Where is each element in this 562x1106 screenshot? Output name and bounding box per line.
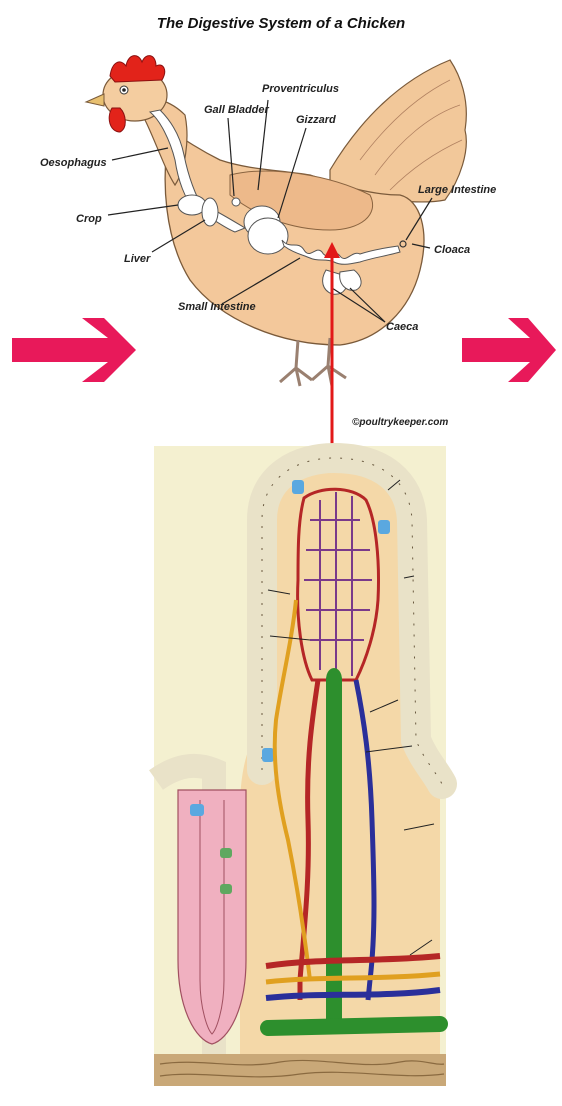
- label-small-intestine: Small Intestine: [178, 301, 256, 313]
- label-oesophagus: Oesophagus: [40, 157, 107, 169]
- left-arrow-icon: [12, 318, 136, 382]
- label-proventriculus: Proventriculus: [262, 83, 339, 95]
- label-liver: Liver: [124, 253, 151, 265]
- label-crop: Crop: [76, 213, 102, 225]
- gall-bladder-organ: [232, 198, 240, 206]
- intestinal-crypt: [178, 790, 246, 1044]
- liver-organ: [202, 198, 218, 226]
- chicken-illustration: [86, 56, 466, 386]
- label-large-intestine: Large Intestine: [418, 184, 496, 196]
- villus-cross-section: [154, 446, 446, 1086]
- diagram-title: The Digestive System of a Chicken: [157, 15, 405, 32]
- muscle-layer: [154, 1054, 446, 1086]
- credit-text: ©poultrykeeper.com: [352, 417, 448, 428]
- label-gizzard: Gizzard: [296, 114, 336, 126]
- label-gall-bladder: Gall Bladder: [204, 104, 270, 116]
- label-caeca: Caeca: [386, 321, 418, 333]
- right-arrow-icon: [462, 318, 556, 382]
- label-cloaca: Cloaca: [434, 244, 470, 256]
